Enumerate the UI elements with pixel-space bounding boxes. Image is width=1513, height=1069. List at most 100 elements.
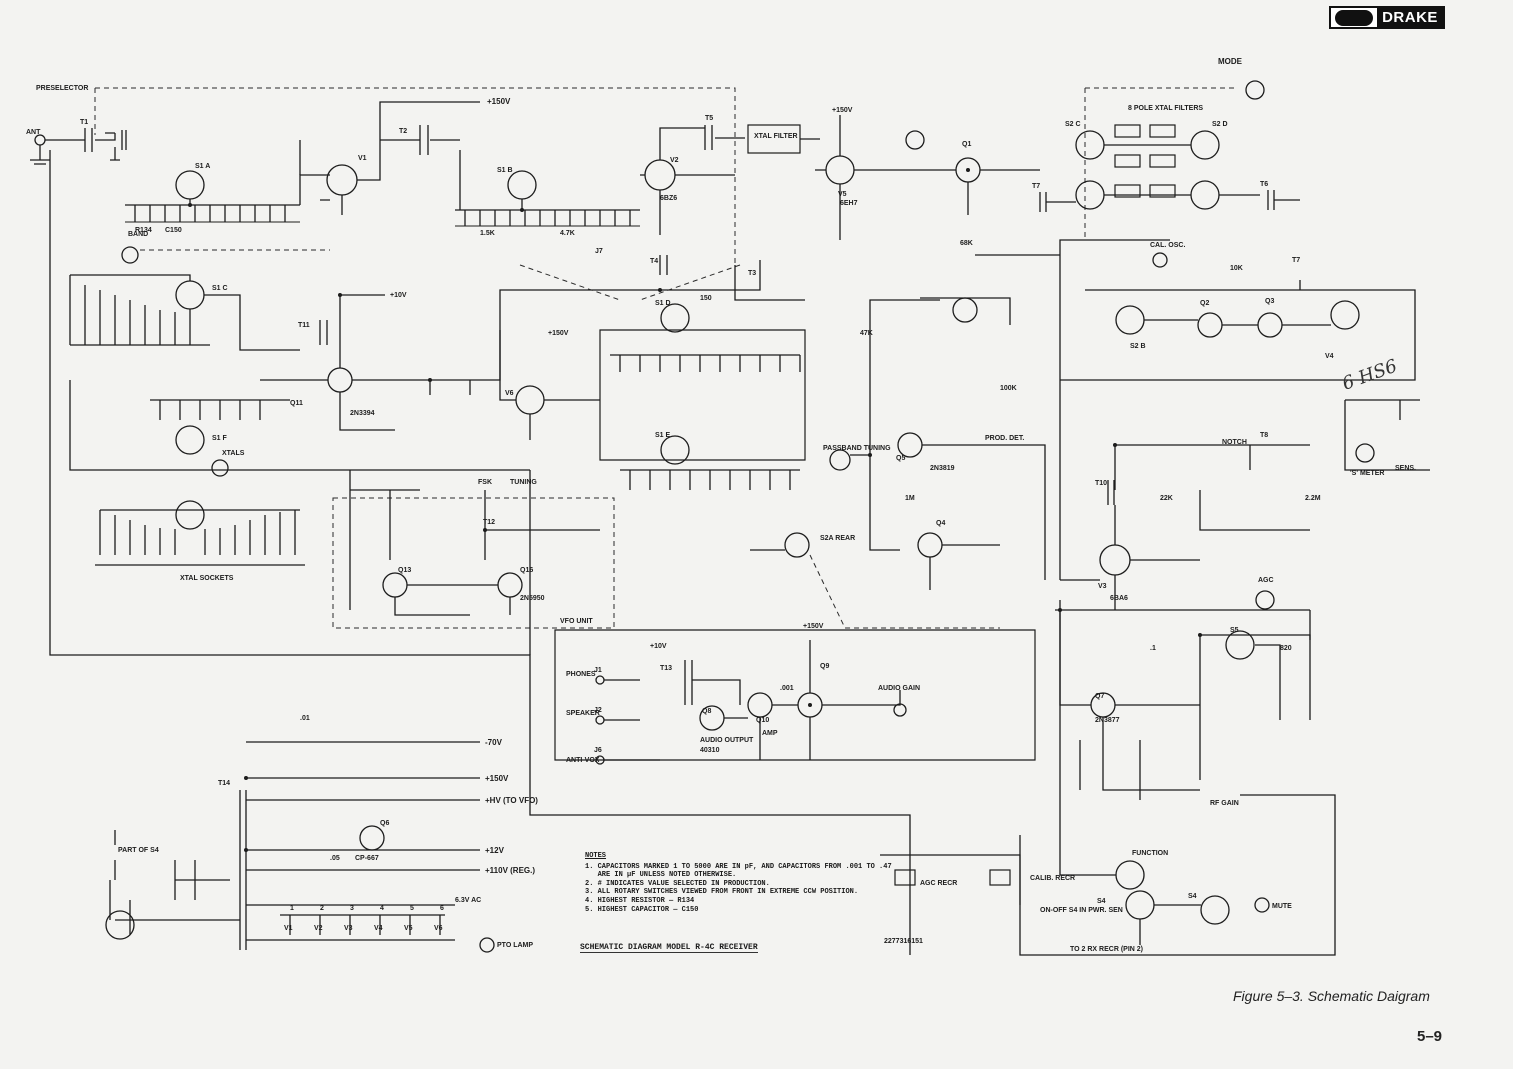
xtal-filters-label: 8 POLE XTAL FILTERS bbox=[1128, 105, 1203, 112]
s1a-switch-icon bbox=[175, 170, 205, 200]
j6-label: J6 bbox=[594, 747, 602, 754]
note-line-4: 3. ALL ROTARY SWITCHES VIEWED FROM FRONT… bbox=[585, 888, 859, 897]
s-meter-icon bbox=[1355, 443, 1375, 463]
s2c-rear-switch-icon bbox=[1075, 180, 1105, 210]
part-number: 2277316151 bbox=[884, 938, 923, 945]
q4-transistor-icon bbox=[917, 532, 943, 558]
device-type-label: 6BZ6 bbox=[660, 195, 677, 202]
s1d-switch-icon bbox=[660, 303, 690, 333]
notch-label: NOTCH bbox=[1222, 439, 1247, 446]
t10-label: T10 bbox=[1095, 480, 1107, 487]
anti-vox-label: ANTI-VOX bbox=[566, 757, 600, 764]
t2-label: T2 bbox=[399, 128, 407, 135]
s5-label: S5 bbox=[1230, 627, 1239, 634]
s4-front-switch-icon bbox=[1125, 890, 1155, 920]
audio-output-label: AUDIO OUTPUT bbox=[700, 737, 754, 744]
rail-150v-v6: +150V bbox=[548, 330, 569, 337]
audio-frame bbox=[554, 629, 1036, 761]
device-type-label: 2N3394 bbox=[350, 410, 375, 417]
rail-150v-ps: +150V bbox=[485, 774, 509, 783]
component-value-label: 820 bbox=[1280, 645, 1292, 652]
v2-heater-label: V2 bbox=[314, 925, 323, 932]
switch-position-label: 1 bbox=[290, 905, 294, 912]
agc-label: AGC bbox=[1258, 577, 1274, 584]
passband-tuning-knob-icon bbox=[829, 449, 851, 471]
switch-position-label: 5 bbox=[410, 905, 414, 912]
v2-tube-icon bbox=[644, 159, 676, 191]
mode-label: MODE bbox=[1218, 57, 1243, 66]
q11-label: Q11 bbox=[290, 400, 303, 407]
device-type-label: 40310 bbox=[700, 747, 720, 754]
j1-jack-icon bbox=[595, 675, 605, 685]
s1a-label: S1 A bbox=[195, 163, 210, 170]
t14-label: T14 bbox=[218, 780, 230, 787]
ant-label: ANT bbox=[26, 129, 41, 136]
q16-transistor-icon bbox=[497, 572, 523, 598]
v4-heater-label: V4 bbox=[374, 925, 383, 932]
s1-xtal-switch-icon bbox=[175, 500, 205, 530]
s5-switch-icon bbox=[1225, 630, 1255, 660]
vfo-unit-box bbox=[332, 497, 615, 629]
v4-tube-icon bbox=[1330, 300, 1360, 330]
rail-63vac: 6.3V AC bbox=[455, 897, 481, 904]
q8-label: Q8 bbox=[702, 708, 711, 715]
q5-transistor-icon bbox=[897, 432, 923, 458]
amp-label: AMP bbox=[762, 730, 778, 737]
s1e-switch-icon bbox=[660, 435, 690, 465]
t4-label: T4 bbox=[650, 258, 658, 265]
filter-cf5 bbox=[1114, 184, 1141, 198]
s1c-switch-icon bbox=[175, 280, 205, 310]
v6-heater-label: V6 bbox=[434, 925, 443, 932]
q6-transistor-icon bbox=[359, 825, 385, 851]
q13-transistor-icon bbox=[382, 572, 408, 598]
v5-heater-label: V5 bbox=[404, 925, 413, 932]
q2-transistor-icon bbox=[1197, 312, 1223, 338]
rail-150v-v5: +150V bbox=[832, 107, 853, 114]
s1f-switch-icon bbox=[175, 425, 205, 455]
q1-label: Q1 bbox=[962, 141, 971, 148]
s4-front-label: S4 bbox=[1097, 898, 1106, 905]
q10-label: Q10 bbox=[756, 717, 769, 724]
audio-gain-label: AUDIO GAIN bbox=[878, 685, 920, 692]
q3-transistor-icon bbox=[1257, 312, 1283, 338]
rail-150v-top: +150V bbox=[487, 97, 511, 106]
xtal-filter-label: XTAL FILTER bbox=[754, 133, 798, 140]
v3-label: V3 bbox=[1098, 583, 1107, 590]
band-dial-icon bbox=[121, 246, 139, 264]
s2a-rear-switch-icon bbox=[784, 532, 810, 558]
junction-dots bbox=[188, 168, 1202, 852]
function-label: FUNCTION bbox=[1132, 850, 1168, 857]
device-type-label: 2N3819 bbox=[930, 465, 955, 472]
prod-det-label: PROD. DET. bbox=[985, 435, 1024, 442]
filter-cf3 bbox=[1114, 154, 1141, 168]
q2-label: Q2 bbox=[1200, 300, 1209, 307]
drake-brand-text: DRAKE bbox=[1377, 8, 1443, 27]
q7-label: Q7 bbox=[1095, 693, 1104, 700]
mute-label: MUTE bbox=[1272, 903, 1292, 910]
agc-recr-label: AGC RECR bbox=[920, 880, 957, 887]
s2d-switch-icon bbox=[1190, 130, 1220, 160]
handwritten-note: 6 HS6 bbox=[1340, 356, 1400, 395]
rail-hv: +HV (TO VFO) bbox=[485, 796, 538, 805]
mode-switch-icon bbox=[1245, 80, 1265, 100]
q4-label: Q4 bbox=[936, 520, 945, 527]
agc-recr-jack-icon bbox=[894, 869, 916, 886]
component-value-label: 10K bbox=[1230, 265, 1243, 272]
xtals-label: XTALS bbox=[222, 450, 245, 457]
v4-label: V4 bbox=[1325, 353, 1334, 360]
xtal-sockets-label: XTAL SOCKETS bbox=[180, 575, 234, 582]
t8-label: T8 bbox=[1260, 432, 1268, 439]
component-value-label: .001 bbox=[780, 685, 794, 692]
component-value-label: 22K bbox=[1160, 495, 1173, 502]
v6-label: V6 bbox=[505, 390, 514, 397]
xtals-indicator-icon bbox=[211, 459, 229, 477]
fsk-label: FSK bbox=[478, 479, 492, 486]
s2b-label: S2 B bbox=[1130, 343, 1146, 350]
to-rx-label: TO 2 RX RECR (PIN 2) bbox=[1070, 946, 1143, 953]
mute-jack-icon bbox=[1254, 897, 1270, 913]
v1-label: V1 bbox=[358, 155, 367, 162]
component-value-label: 1M bbox=[905, 495, 915, 502]
t12-label: T12 bbox=[483, 519, 495, 526]
switch-position-label: 6 bbox=[440, 905, 444, 912]
